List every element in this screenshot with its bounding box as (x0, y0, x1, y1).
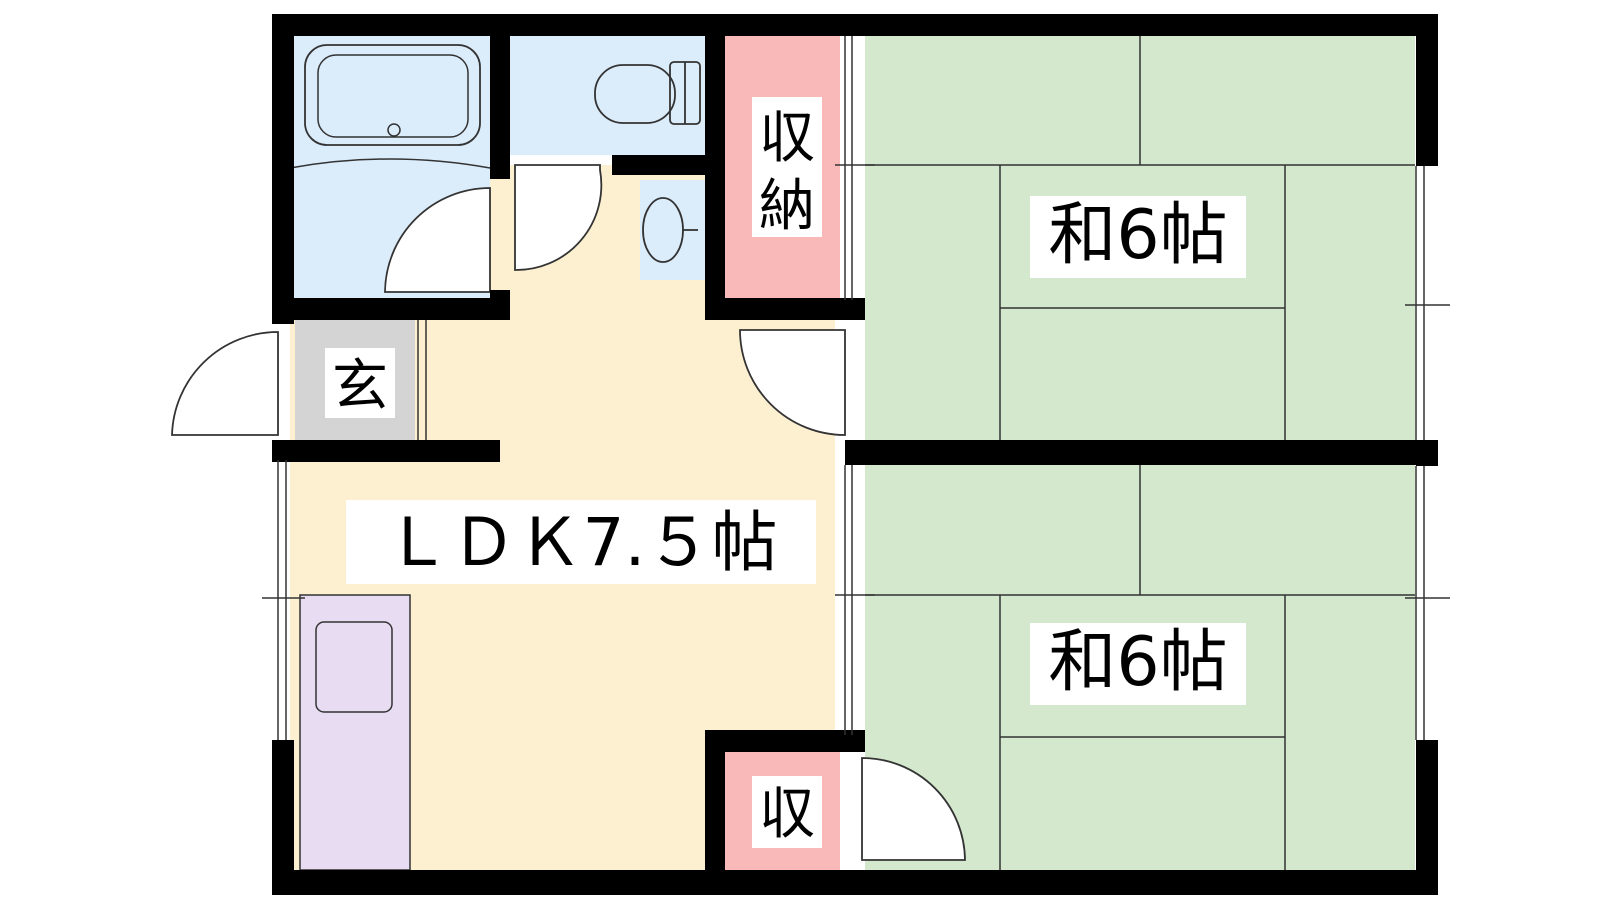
washitsu-top-label-bg (1030, 196, 1246, 278)
walls (272, 14, 1438, 895)
ldk-label: ＬＤＫ7.５帖 (385, 504, 778, 581)
washitsu-top-label: 和6帖 (1048, 196, 1227, 275)
entrance-label-bg (325, 348, 395, 418)
ldk-label-bg (346, 500, 816, 584)
bathtub-inner (317, 54, 469, 138)
storage-bottom-label: 収 (759, 782, 815, 847)
washitsu-bottom-label-bg (1030, 623, 1246, 705)
bath-door (384, 187, 491, 293)
washitsu-top-door (739, 329, 846, 436)
storage-top-label-2: 納 (759, 174, 815, 239)
storage-top-label-1: 収 (759, 106, 815, 171)
washitsu-bottom-label: 和6帖 (1048, 623, 1227, 702)
bathtub (304, 44, 481, 146)
storage-top-label-bg (752, 97, 822, 237)
storage-bottom-door (861, 757, 966, 861)
toilet-icon (594, 61, 701, 125)
door-swings (171, 164, 966, 861)
toilet-door (514, 164, 603, 271)
tatami-lines-bottom (865, 465, 1415, 870)
kitchen-sink (315, 621, 393, 713)
bathroom-divider (289, 158, 491, 169)
entrance-label: 玄 (332, 354, 388, 419)
tatami-lines-top (865, 35, 1415, 440)
bathtub-drain (387, 123, 401, 137)
toilet-floor (510, 35, 705, 155)
washbasin-icon (642, 197, 698, 263)
entrance-door (171, 331, 279, 436)
storage-bottom-label-bg (752, 776, 822, 848)
sliding-doors (262, 36, 1450, 740)
